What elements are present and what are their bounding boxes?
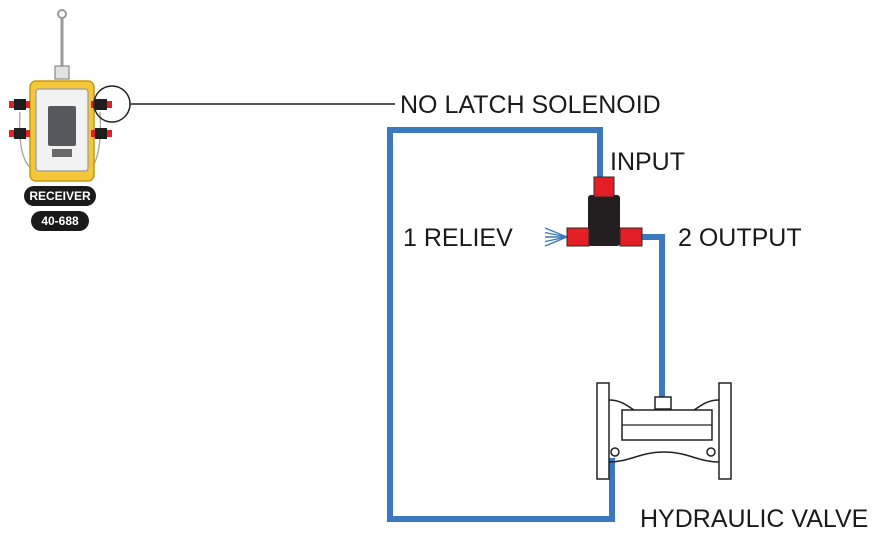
valve-port-right-icon bbox=[706, 447, 716, 457]
relief-port-connector bbox=[566, 227, 590, 247]
solenoid-tee-fitting bbox=[566, 176, 643, 247]
relief-exhaust-icon bbox=[544, 227, 568, 247]
receiver-name: RECEIVER bbox=[29, 189, 91, 203]
valve-port-left-icon bbox=[610, 447, 620, 457]
receiver-name-badge: RECEIVER bbox=[24, 186, 96, 206]
receiver-connector-right-top bbox=[91, 99, 112, 110]
receiver-module bbox=[48, 106, 76, 146]
input-port-connector bbox=[593, 176, 615, 198]
receiver-model-badge: 40-688 bbox=[31, 211, 89, 231]
antenna-tip-icon bbox=[57, 9, 67, 19]
valve-body-bottom bbox=[608, 451, 720, 463]
valve-flange-left bbox=[596, 382, 610, 480]
hydraulic-valve bbox=[596, 382, 732, 480]
receiver-device: RECEIVER 40-688 bbox=[9, 9, 112, 231]
receiver-terminal bbox=[52, 149, 72, 157]
tee-body bbox=[588, 195, 620, 246]
valve-flange-right bbox=[718, 382, 732, 480]
output-pipe bbox=[641, 234, 665, 398]
output-port-connector bbox=[619, 227, 643, 247]
valve-label: HYDRAULIC VALVE bbox=[640, 505, 868, 533]
solenoid-label: NO LATCH SOLENOID bbox=[400, 91, 661, 119]
input-label: INPUT bbox=[610, 148, 685, 176]
receiver-model: 40-688 bbox=[41, 214, 79, 228]
receiver-connector-right-bottom bbox=[91, 128, 112, 139]
receiver-connector-left-top bbox=[9, 99, 30, 110]
relief-label: 1 RELIEV bbox=[403, 224, 513, 252]
valve-stem-cap bbox=[654, 396, 672, 410]
receiver-connector-left-bottom bbox=[9, 128, 30, 139]
input-supply-pipe bbox=[387, 127, 615, 522]
output-label: 2 OUTPUT bbox=[678, 224, 802, 252]
antenna-base bbox=[54, 65, 70, 80]
